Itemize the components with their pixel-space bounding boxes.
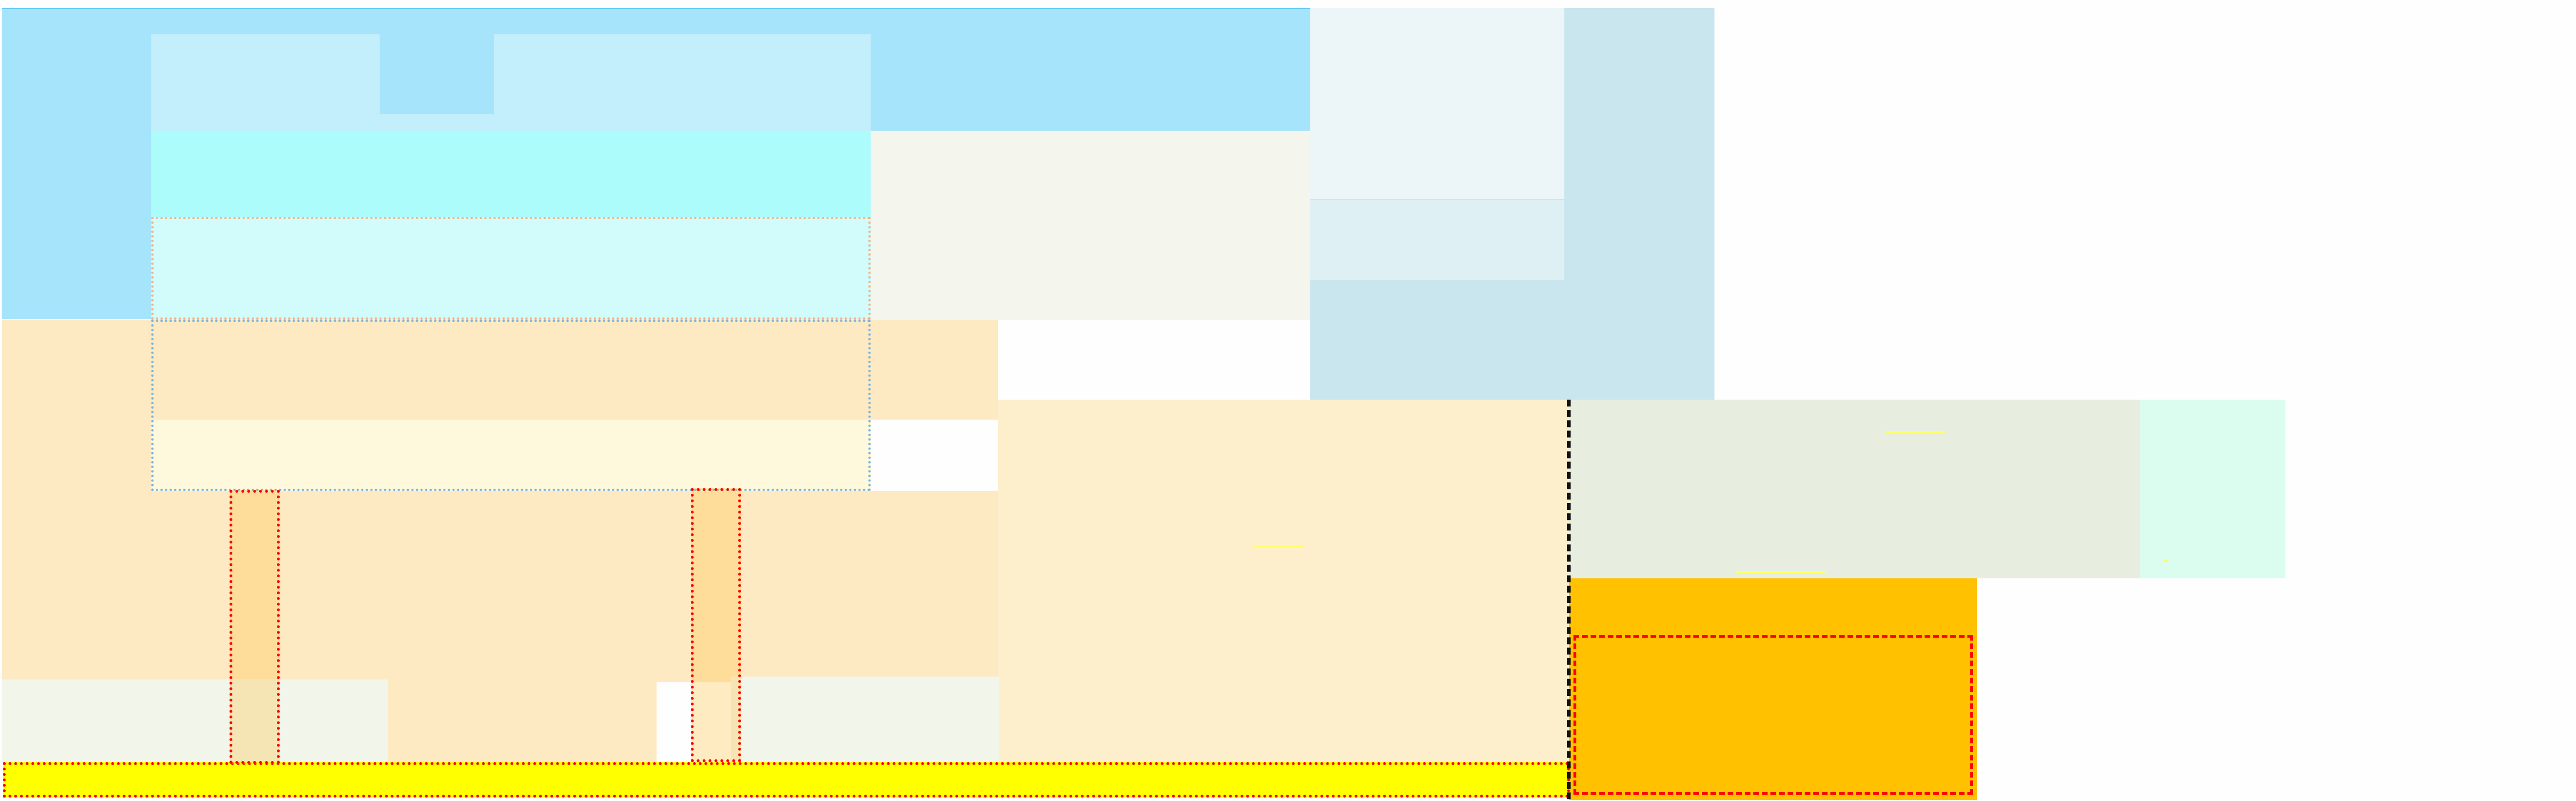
operations-dotted-box xyxy=(1573,635,1973,795)
plant-design-panel xyxy=(998,400,1569,765)
asset-callout xyxy=(2164,560,2168,562)
red-dotted-column-27 xyxy=(691,488,741,762)
performance-analysis-panel xyxy=(3,762,1570,798)
asset-installed-callout xyxy=(1886,431,1945,433)
project-uo-panel xyxy=(151,217,871,320)
r1-subpanel xyxy=(380,34,494,114)
company-generic-panel xyxy=(151,131,871,217)
lower-mid-panel xyxy=(151,491,998,682)
individuals-topology-panel xyxy=(151,420,871,491)
company-rdl-panel xyxy=(1310,8,1564,199)
classes-design-panel xyxy=(2,320,998,420)
process-engineering-panel xyxy=(871,131,1310,320)
documentation-panel xyxy=(2,679,390,765)
asset-commissioned-callout xyxy=(1736,571,1826,573)
process-design-panel xyxy=(151,34,871,131)
declared-standard-panel xyxy=(1310,200,1564,280)
asset-management-panel xyxy=(2140,400,2285,578)
left-lower-panel xyxy=(2,420,151,682)
plant-doc-panel xyxy=(731,677,999,765)
meronomy-panel xyxy=(388,679,657,762)
blue-dotted-box xyxy=(151,320,871,491)
rdl-left-strip xyxy=(2,131,151,319)
red-dotted-column-17 xyxy=(230,490,280,764)
tag-callout xyxy=(1254,545,1304,548)
commissioning-panel xyxy=(1569,400,2140,578)
actual-world-divider xyxy=(1567,400,1571,799)
operations-panel xyxy=(1569,578,1977,800)
